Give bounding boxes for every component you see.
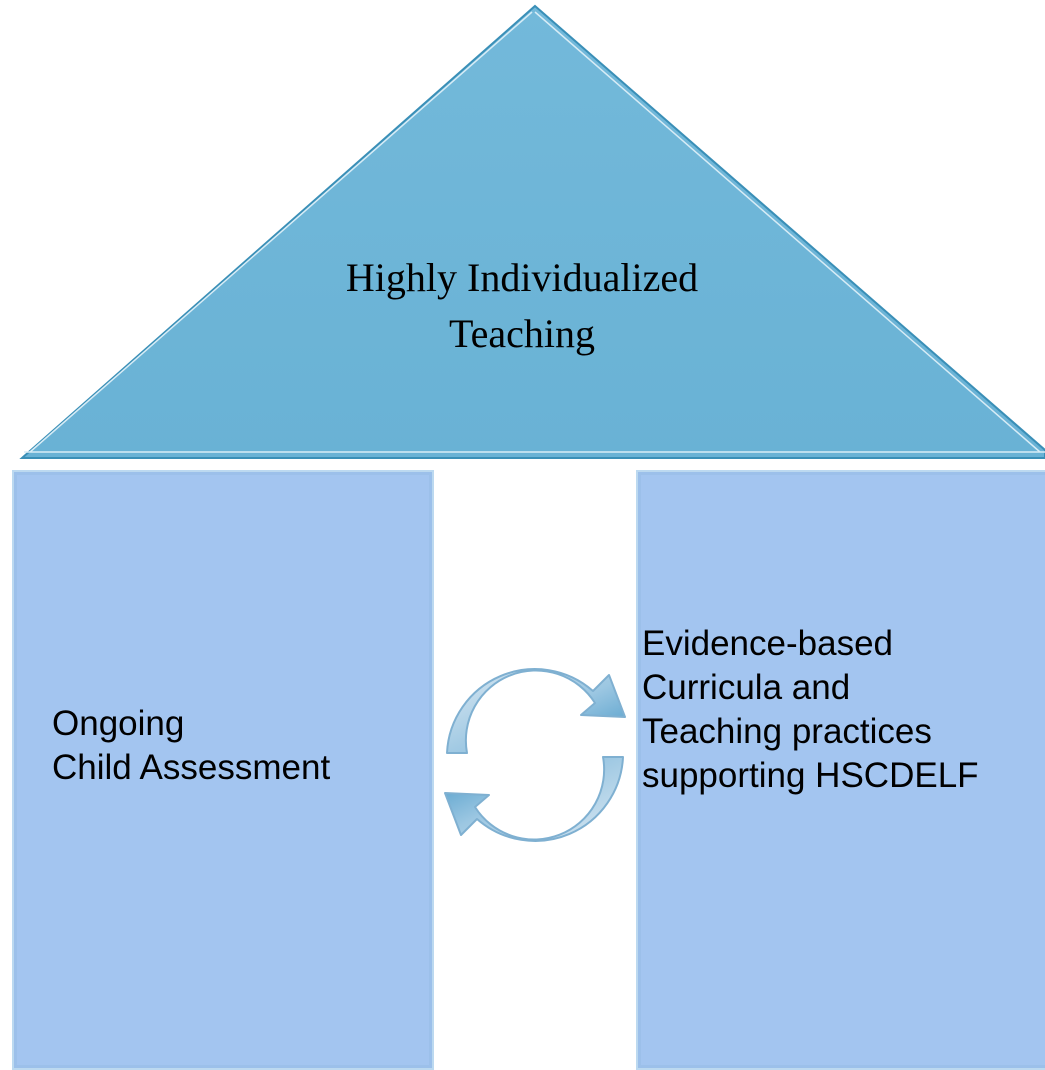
right-pillar: Evidence-based Curricula and Teaching pr… bbox=[636, 470, 1045, 1070]
left-pillar: Ongoing Child Assessment bbox=[12, 470, 434, 1070]
right-pillar-label: Evidence-based Curricula and Teaching pr… bbox=[642, 622, 979, 798]
right-pillar-line-4: supporting HSCDELF bbox=[642, 756, 979, 795]
right-pillar-line-1: Evidence-based bbox=[642, 624, 893, 663]
roof-label-line-1: Highly Individualized bbox=[345, 255, 699, 300]
bottom-arrow bbox=[444, 756, 624, 842]
circular-arrows-icon bbox=[444, 668, 626, 842]
roof-label-line-2: Teaching bbox=[448, 311, 595, 356]
left-pillar-line-1: Ongoing bbox=[52, 704, 185, 743]
roof-shape bbox=[19, 4, 1045, 459]
roof-label: Highly Individualized Teaching bbox=[262, 250, 782, 362]
left-pillar-line-2: Child Assessment bbox=[52, 748, 331, 787]
roof-triangle bbox=[19, 4, 1045, 459]
top-arrow bbox=[446, 668, 626, 754]
right-pillar-line-3: Teaching practices bbox=[642, 712, 932, 751]
left-pillar-label: Ongoing Child Assessment bbox=[52, 702, 330, 790]
right-pillar-line-2: Curricula and bbox=[642, 668, 851, 707]
